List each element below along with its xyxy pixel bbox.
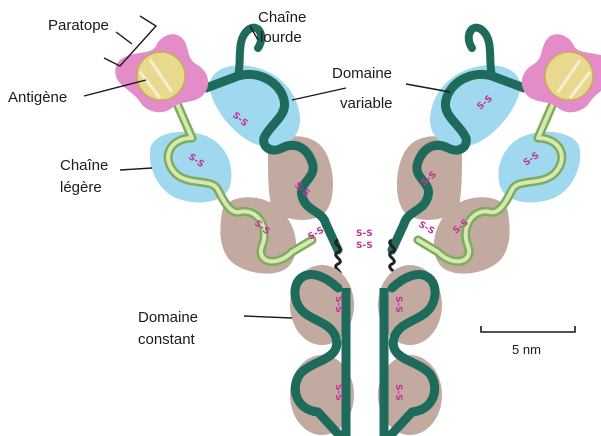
light-chain-leader [120, 168, 152, 170]
left-fab-arm [115, 28, 338, 274]
label-variable-domain-line2: variable [340, 95, 393, 112]
label-light-chain-line2: légère [60, 179, 102, 196]
label-antigen: Antigène [8, 89, 67, 106]
ss-bond: S-S [333, 296, 343, 313]
label-light-chain-line1: Chaîne [60, 157, 108, 174]
variable-domain-leader-left [292, 88, 346, 100]
scale-bar: 5 nm [481, 326, 575, 357]
label-paratope: Paratope [48, 17, 109, 34]
ss-bond: S-S [333, 384, 343, 401]
label-heavy-chain-line2: lourde [260, 29, 302, 46]
label-variable-domain-line1: Domaine [332, 65, 392, 82]
scale-bar-line [481, 326, 575, 332]
label-constant-domain-line1: Domaine [138, 309, 198, 326]
ss-bond: S-S [393, 296, 403, 313]
label-constant-domain-line2: constant [138, 331, 196, 348]
scale-bar-label: 5 nm [512, 342, 541, 357]
fc-stem [290, 265, 442, 436]
ss-bond: S-S [356, 229, 373, 239]
right-fab-arm [392, 28, 601, 274]
ss-bond: S-S [417, 220, 436, 237]
paratope-leader [116, 32, 132, 44]
ss-bond: S-S [356, 241, 373, 251]
label-heavy-chain-line1: Chaîne [258, 9, 306, 26]
ss-bond: S-S [393, 384, 403, 401]
constant-domain-leader [244, 316, 292, 318]
